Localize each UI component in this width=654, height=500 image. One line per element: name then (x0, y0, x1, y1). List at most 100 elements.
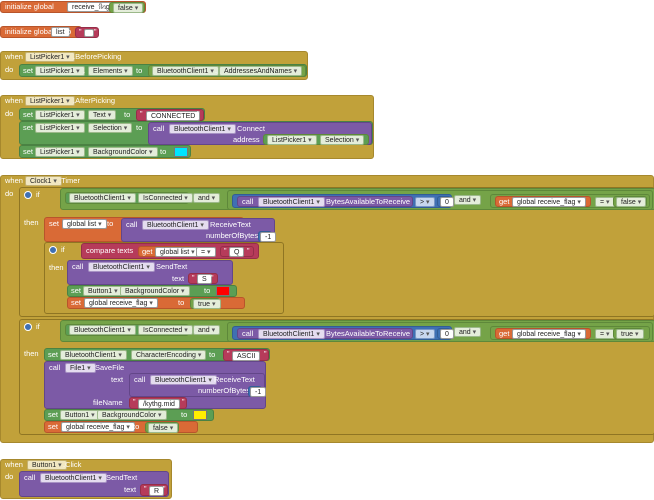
property-dropdown[interactable]: BackgroundColor (120, 286, 190, 296)
set-button-bgcolor-red[interactable]: set Button1 BackgroundColor to (67, 285, 237, 297)
call-bytes-available[interactable]: call BluetoothClient1 BytesAvailableToRe… (237, 196, 413, 207)
property-dropdown[interactable]: Elements (88, 66, 133, 76)
number-block[interactable]: 0 (437, 328, 454, 339)
init-global-receive-flag-block[interactable]: initialize global receive_flag to false (0, 1, 146, 13)
number-field[interactable]: -1 (250, 387, 267, 397)
component-dropdown[interactable]: ListPicker1 (35, 66, 85, 76)
property-dropdown[interactable]: AddressesAndNames (219, 66, 303, 76)
set-receive-flag-true[interactable]: set global receive_flag to true (67, 297, 245, 309)
and-block-2[interactable]: BluetoothClient1 IsConnected and call Bl… (60, 320, 654, 342)
text-field[interactable]: S (197, 274, 212, 284)
component-dropdown[interactable]: ListPicker1 (35, 123, 85, 133)
var-dropdown[interactable]: global list (155, 247, 200, 257)
red-color-swatch[interactable] (216, 286, 230, 296)
text-block-s[interactable]: " S " (188, 273, 218, 284)
component-dropdown[interactable]: Button1 (60, 410, 100, 420)
bool-dropdown[interactable]: false (616, 197, 647, 207)
component-dropdown[interactable]: ListPicker1 (25, 96, 75, 106)
component-dropdown[interactable]: ListPicker1 (25, 52, 75, 62)
empty-text-block[interactable]: " " (75, 27, 99, 38)
text-field[interactable]: /kythg.mid (138, 399, 180, 409)
var-dropdown[interactable]: global receive_flag (512, 329, 586, 339)
set-button-bgcolor-yellow[interactable]: set Button1 BackgroundColor to (44, 409, 214, 421)
inner-if-block[interactable]: if then compare texts get global list = … (44, 242, 284, 314)
text-field[interactable]: CONNECTED (146, 111, 201, 121)
compare-gt-block[interactable]: call BluetoothClient1 BytesAvailableToRe… (232, 326, 454, 340)
cyan-color-swatch[interactable] (174, 147, 188, 157)
text-block-r[interactable]: " R " (140, 484, 168, 496)
var-name-field[interactable]: list (51, 27, 70, 37)
bool-dropdown[interactable]: true (193, 299, 221, 309)
bt-dropdown[interactable]: BluetoothClient1 (142, 220, 209, 230)
bt-dropdown[interactable]: BluetoothClient1 (69, 193, 136, 203)
text-block-connected[interactable]: " CONNECTED " (136, 109, 204, 121)
number-block[interactable]: -1 (248, 386, 267, 397)
var-dropdown[interactable]: global receive_flag (84, 298, 158, 308)
gear-icon[interactable] (24, 323, 32, 331)
component-dropdown[interactable]: Button1 (83, 286, 123, 296)
bt-dropdown[interactable]: BluetoothClient1 (169, 124, 236, 134)
text-block-filename[interactable]: " /kythg.mid " (129, 397, 187, 409)
operator-dropdown[interactable]: > (415, 329, 435, 339)
component-dropdown[interactable]: Clock1 (25, 176, 62, 186)
text-block-q[interactable]: " Q " (220, 246, 254, 257)
text-field[interactable]: ASCII (232, 351, 261, 361)
property-dropdown[interactable]: BackgroundColor (97, 410, 167, 420)
set-selection-block[interactable]: set ListPicker1 Selection to call Blueto… (19, 121, 373, 145)
set-receive-flag-false[interactable]: set global receive_flag to false (44, 421, 198, 433)
event-button-click[interactable]: when Button1 .Click do call BluetoothCli… (0, 459, 172, 499)
listpicker-selection-getter[interactable]: ListPicker1 Selection (263, 134, 369, 145)
call-savefile-block[interactable]: call File1 SaveFile text call BluetoothC… (44, 361, 267, 409)
gear-icon[interactable] (24, 191, 32, 199)
isconnected-getter[interactable]: BluetoothClient1 IsConnected (65, 324, 193, 336)
call-connect-block[interactable]: call BluetoothClient1 Connect address Li… (148, 122, 372, 145)
number-block[interactable]: 0 (437, 196, 454, 207)
set-global-list-block[interactable]: set global list to call BluetoothClient1… (44, 217, 277, 242)
and-dropdown[interactable]: and (193, 193, 221, 203)
compare-gt-block[interactable]: call BluetoothClient1 BytesAvailableToRe… (232, 194, 454, 208)
bt-dropdown[interactable]: BluetoothClient1 (258, 329, 325, 339)
component-dropdown[interactable]: Button1 (27, 460, 67, 470)
and-block-inner[interactable]: call BluetoothClient1 BytesAvailableToRe… (227, 322, 653, 342)
bool-block[interactable]: false (613, 196, 647, 207)
text-field[interactable]: Q (229, 247, 245, 257)
if-block-2[interactable]: if then BluetoothClient1 IsConnected and… (19, 319, 654, 435)
property-dropdown[interactable]: Text (88, 110, 117, 120)
compare-eq-block[interactable]: get global receive_flag = false (490, 194, 650, 208)
bt-dropdown[interactable]: BluetoothClient1 (150, 375, 217, 385)
set-text-block[interactable]: set ListPicker1 Text to " CONNECTED " (19, 108, 205, 121)
eq-dropdown[interactable]: = (595, 329, 615, 339)
gear-icon[interactable] (49, 246, 57, 254)
bool-block[interactable]: true (190, 298, 221, 309)
property-dropdown[interactable]: Selection (320, 135, 365, 145)
set-bgcolor-block[interactable]: set ListPicker1 BackgroundColor to (19, 145, 191, 158)
var-dropdown[interactable]: global receive_flag (61, 422, 135, 432)
number-field[interactable]: -1 (260, 232, 277, 242)
and-dropdown[interactable]: and (193, 325, 221, 335)
bool-dropdown[interactable]: false (148, 423, 179, 433)
yellow-color-swatch[interactable] (193, 410, 207, 420)
var-dropdown[interactable]: global receive_flag (512, 197, 586, 207)
component-dropdown[interactable]: ListPicker1 (35, 110, 85, 120)
number-block[interactable]: -1 (258, 231, 277, 242)
property-dropdown[interactable]: BackgroundColor (88, 147, 158, 157)
isconnected-getter[interactable]: BluetoothClient1 IsConnected (65, 192, 193, 204)
text-field[interactable]: R (149, 486, 165, 496)
set-character-encoding[interactable]: set BluetoothClient1 CharacterEncoding t… (44, 348, 270, 361)
event-clock-timer[interactable]: when Clock1 .Timer do if then BluetoothC… (0, 175, 654, 443)
bt-dropdown[interactable]: BluetoothClient1 (88, 262, 155, 272)
number-field[interactable]: 0 (440, 197, 454, 207)
property-dropdown[interactable]: IsConnected (138, 325, 193, 335)
false-block[interactable]: false (109, 2, 145, 13)
number-field[interactable]: 0 (440, 329, 454, 339)
bt-dropdown[interactable]: BluetoothClient1 (258, 197, 325, 207)
get-global-list[interactable]: get global list (138, 246, 200, 257)
set-elements-block[interactable]: set ListPicker1 . Elements to BluetoothC… (19, 64, 307, 77)
and-dropdown[interactable]: and (454, 195, 482, 205)
text-field[interactable] (84, 29, 94, 37)
call-bytes-available[interactable]: call BluetoothClient1 BytesAvailableToRe… (237, 328, 413, 339)
call-receivetext-block[interactable]: call BluetoothClient1 ReceiveText number… (129, 373, 267, 397)
call-sendtext-block[interactable]: call BluetoothClient1 SendText text " R … (19, 471, 169, 497)
if-block-1[interactable]: if then BluetoothClient1 IsConnected and… (19, 187, 654, 317)
compare-texts-block[interactable]: compare texts get global list = " Q " (81, 243, 259, 259)
